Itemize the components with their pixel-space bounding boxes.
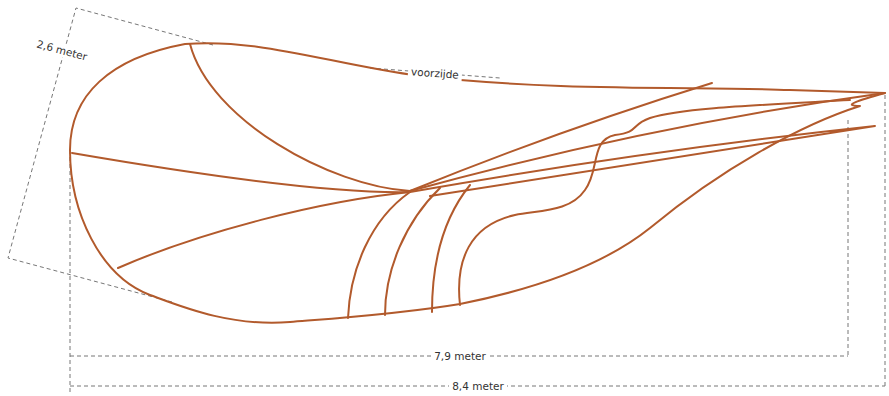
- dimension-label: 8,4 meter: [449, 380, 507, 393]
- dimension-label: 7,9 meter: [431, 350, 489, 363]
- dimension-line: [848, 120, 849, 356]
- wing-outline: [70, 43, 885, 323]
- dimension-frame: [8, 8, 213, 302]
- wing: [70, 43, 885, 323]
- wing-vein: [410, 93, 885, 191]
- wing-vein: [459, 100, 850, 305]
- dimension-label: 2,6 meter: [32, 36, 91, 63]
- dimension-lines: [8, 8, 885, 392]
- wing-vein: [410, 126, 875, 196]
- wing-vein: [118, 192, 410, 268]
- side-label: voorzijde: [408, 65, 463, 82]
- wing-vein: [190, 44, 410, 191]
- wing-vein: [348, 192, 410, 318]
- wing-vein: [72, 153, 410, 192]
- dimension-line: [885, 95, 886, 386]
- wing-vein: [432, 185, 470, 312]
